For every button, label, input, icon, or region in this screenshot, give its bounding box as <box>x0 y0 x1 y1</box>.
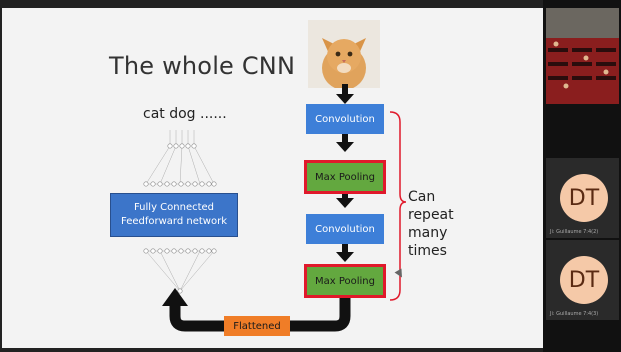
fully-connected-box: Fully Connected Feedforward network <box>110 193 238 237</box>
annotation-line: repeat <box>408 207 454 223</box>
classroom-video-tile[interactable] <box>546 8 619 104</box>
participant-sidebar: DT Ji: Guillaume 7:4(2) DT Ji: Guillaume… <box>543 0 621 352</box>
presentation-slide: The whole CNN cat dog ...... <box>2 8 543 348</box>
fc-label-line1: Fully Connected <box>133 202 215 213</box>
annotation-line: times <box>408 243 447 259</box>
convolution-box-1: Convolution <box>306 104 384 134</box>
participant-caption: Ji: Guillaume 7:4(2) <box>550 229 599 235</box>
classroom-image <box>546 8 619 104</box>
participant-tile-1[interactable]: DT Ji: Guillaume 7:4(2) <box>546 158 619 238</box>
slide-title: The whole CNN <box>109 52 296 80</box>
output-label: cat dog ...... <box>143 106 227 122</box>
participant-tile-2[interactable]: DT Ji: Guillaume 7:4(3) <box>546 240 619 320</box>
flattened-box: Flattened <box>224 316 290 336</box>
fc-label-line2: Feedforward network <box>121 216 227 227</box>
max-pooling-box-1: Max Pooling <box>304 160 386 194</box>
annotation-line: many <box>408 225 448 241</box>
participant-avatar: DT <box>560 256 608 304</box>
convolution-box-2: Convolution <box>306 214 384 244</box>
cat-image <box>308 20 380 88</box>
pipeline-arrows <box>162 84 407 332</box>
max-pooling-box-2: Max Pooling <box>304 264 386 298</box>
repeat-annotation: Can repeat many times <box>408 188 454 260</box>
neural-network-diagram <box>143 130 217 294</box>
annotation-line: Can <box>408 189 436 205</box>
participant-avatar: DT <box>560 174 608 222</box>
participant-caption: Ji: Guillaume 7:4(3) <box>550 311 599 317</box>
